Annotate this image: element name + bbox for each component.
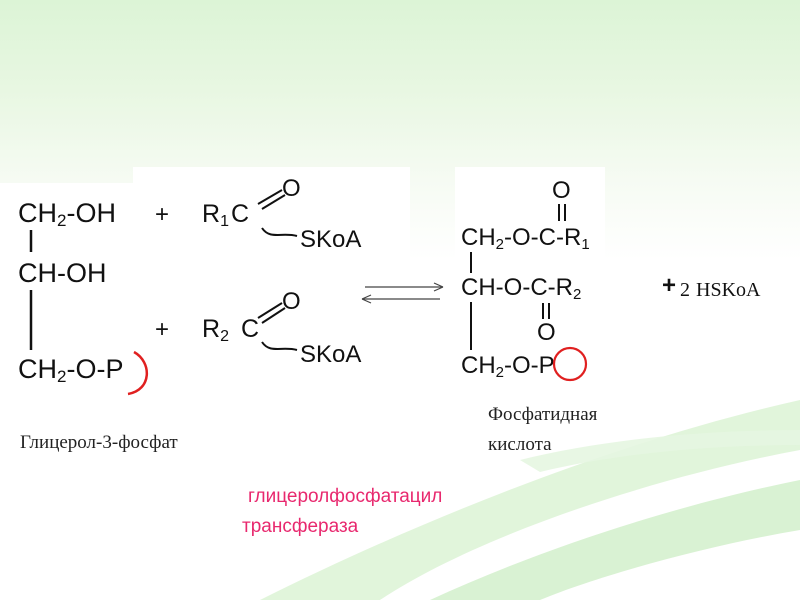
glycerol-row2: CH-OH [18,258,107,288]
acyl1-oxygen: O [282,175,301,202]
product-row2: CH-O-C-R2 [461,274,581,303]
caption-glycerol: Глицерол-3-фосфат [20,432,178,453]
phosphatidic-acid-structure: O CH2-O-C-R1 CH-O-C-R2 O CH2-O-P [461,177,590,382]
caption-enzyme-line1: глицеролфосфатацил [248,486,443,507]
product-row3: CH2-O-P [461,352,555,381]
caption-enzyme-line2: трансфераза [242,516,359,537]
acyl1-skoa: SKoA [300,226,361,253]
caption-product-line2: кислота [488,434,552,455]
glycerol-row3: CH2-O-P [18,354,123,386]
phosphate-highlight-arc [127,350,149,396]
acyl1-double-bond-a [257,189,283,205]
plus-sign-2: + [155,316,169,343]
acyl1-double-bond-b [261,194,286,210]
glycerol-row1: CH2-OH [18,198,116,230]
acyl2-double-bond-b [261,307,286,324]
plus-sign-1: + [155,201,169,228]
acyl1-r-group: R1C [202,200,249,230]
acyl1-bond-s [261,227,298,237]
plus-sign-3: + [662,272,676,299]
panel-glycerol [0,183,140,398]
product-top-oxygen: O [552,177,571,204]
equilibrium-arrows [361,282,444,304]
acyl2-skoa: SKoA [300,341,361,368]
panel-product [455,167,605,385]
phosphate-highlight-circle [552,346,588,382]
acyl2-bond-s [261,341,298,351]
glycerol-structure: CH2-OH CH-OH CH2-O-P [18,198,149,396]
product-bottom-oxygen: O [537,319,556,346]
acyl-coa-1: R1C O SKoA [202,175,361,253]
acyl2-oxygen: O [282,288,301,315]
caption-product-line1: Фосфатидная [488,404,598,425]
product-row1: CH2-O-C-R1 [461,224,590,253]
acyl2-double-bond-a [257,302,283,319]
